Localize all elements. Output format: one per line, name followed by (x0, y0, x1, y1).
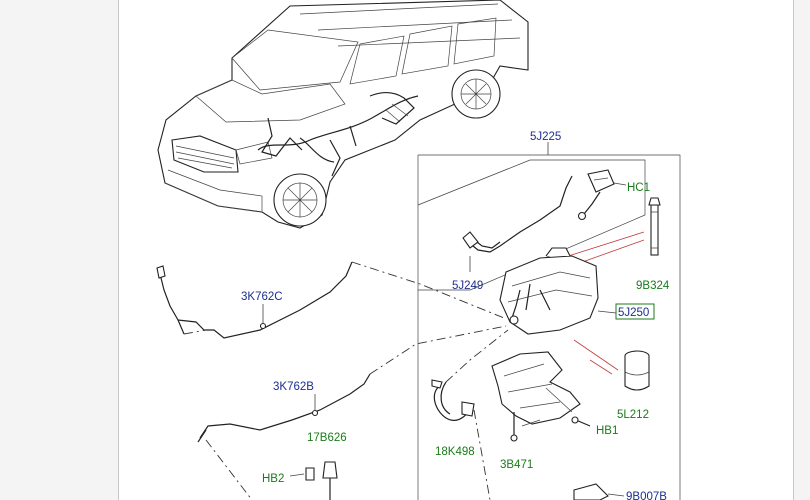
part-17b626-fitting (289, 461, 338, 500)
right-page-margin (793, 0, 810, 500)
callout-3k762c[interactable]: 3K762C (241, 291, 283, 303)
callout-5j249[interactable]: 5J249 (452, 280, 483, 292)
part-9b324-sensor (559, 197, 661, 271)
callout-5j250[interactable]: 5J250 (618, 307, 649, 319)
callout-9b324[interactable]: 9B324 (636, 280, 670, 292)
callout-18k498[interactable]: 18K498 (435, 446, 475, 458)
callout-5l212[interactable]: 5L212 (617, 409, 649, 421)
part-5j250-reservoir (499, 247, 617, 335)
callout-3b471[interactable]: 3B471 (500, 459, 533, 471)
callout-hb1[interactable]: HB1 (596, 425, 618, 437)
part-9b007b (573, 483, 625, 500)
callout-5j250-box (615, 303, 655, 320)
callout-3k762b[interactable]: 3K762B (273, 381, 314, 393)
assembly-box (417, 142, 681, 500)
part-18k498-hose (431, 379, 475, 422)
left-page-margin (0, 0, 119, 500)
callout-hb2[interactable]: HB2 (262, 473, 284, 485)
callout-9b007b[interactable]: 9B007B (626, 491, 667, 500)
callout-5j225[interactable]: 5J225 (530, 131, 561, 143)
routing-dashes (183, 261, 509, 500)
vehicle-illustration (157, 0, 529, 229)
part-hc1-clip (577, 169, 627, 221)
part-5j249-hose (462, 175, 573, 272)
callout-17b626[interactable]: 17B626 (307, 432, 347, 444)
part-5l212-pump (573, 339, 650, 391)
part-3k762b-tube (197, 373, 371, 443)
part-shield-3b471 (491, 351, 591, 442)
part-3k762c-tube (156, 261, 353, 339)
callout-hc1[interactable]: HC1 (627, 182, 650, 194)
